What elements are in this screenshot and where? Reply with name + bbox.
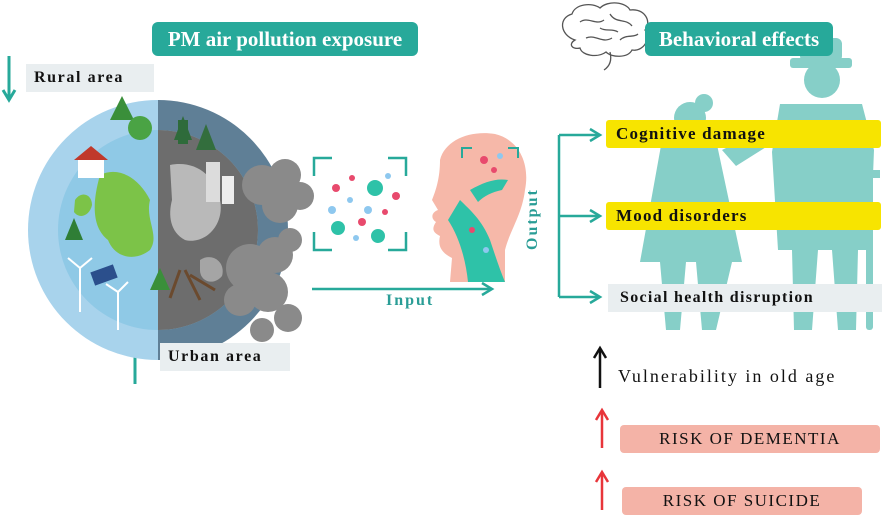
effect-mood-disorders: Mood disorders — [606, 202, 881, 230]
vulnerability-text: Vulnerability in old age — [618, 366, 837, 386]
exposure-title: PM air pollution exposure — [152, 22, 418, 56]
effect-cognitive-damage: Cognitive damage — [606, 120, 881, 148]
suicide-risk-arrow — [594, 469, 610, 510]
down-arrow-rural — [1, 56, 17, 103]
globe-illustration — [28, 96, 288, 360]
particle-frame — [312, 156, 408, 252]
pm-particles — [328, 173, 400, 243]
vulnerability-arrow — [592, 345, 608, 388]
urban-area-label: Urban area — [160, 343, 290, 371]
rural-area-label: Rural area — [26, 64, 154, 92]
risk-dementia-badge: RISK OF DEMENTIA — [620, 425, 880, 453]
output-bracket-arrows — [557, 127, 603, 305]
input-label: Input — [386, 292, 435, 309]
dementia-risk-arrow — [594, 407, 610, 448]
smoke-clouds — [224, 159, 314, 342]
behavioral-effects-title: Behavioral effects — [645, 22, 833, 56]
head-profile-illustration — [432, 133, 527, 282]
output-label: Output — [524, 188, 541, 250]
effect-social-health-disruption: Social health disruption — [608, 284, 882, 312]
brain-icon — [561, 2, 649, 71]
risk-suicide-badge: RISK OF SUICIDE — [622, 487, 862, 515]
input-arrow — [312, 281, 495, 297]
